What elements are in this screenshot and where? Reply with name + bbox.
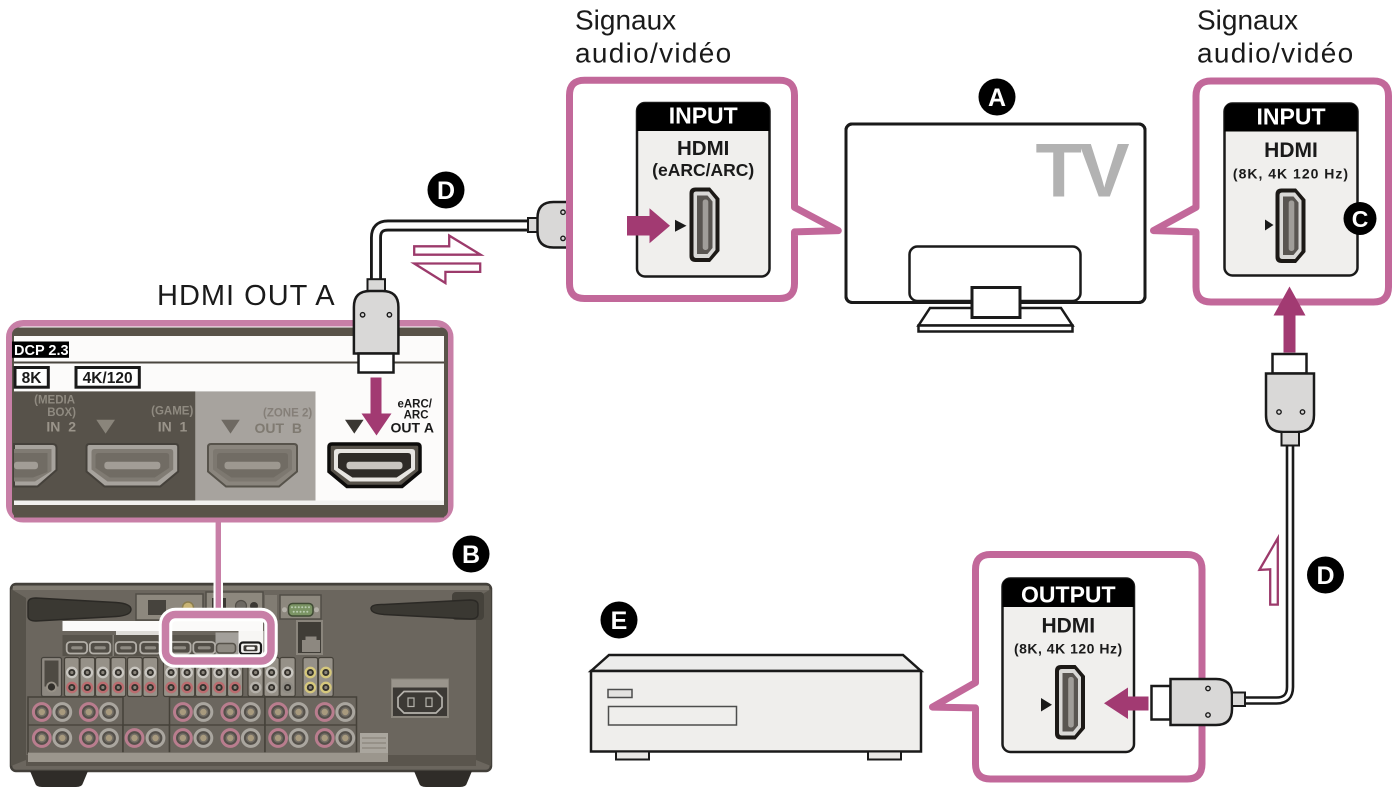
svg-text:(MEDIA: (MEDIA: [34, 395, 75, 407]
svg-text:(GAME): (GAME): [151, 406, 193, 418]
svg-text:Signaux: Signaux: [1197, 5, 1298, 36]
svg-text:HDMI: HDMI: [1264, 139, 1318, 162]
svg-text:INPUT: INPUT: [1257, 104, 1326, 130]
svg-text:HDMI: HDMI: [677, 137, 729, 160]
svg-text:(8K, 4K 120 Hz): (8K, 4K 120 Hz): [1233, 166, 1349, 182]
svg-text:Signaux: Signaux: [575, 5, 676, 36]
svg-text:C: C: [1352, 206, 1369, 232]
svg-text:audio/vidéo: audio/vidéo: [1197, 38, 1355, 69]
svg-text:TV: TV: [1035, 129, 1129, 214]
svg-text:BOX): BOX): [47, 407, 76, 419]
svg-text:eARC/: eARC/: [397, 399, 432, 411]
svg-text:B: B: [462, 541, 480, 569]
svg-text:OUT B: OUT B: [255, 420, 302, 436]
svg-text:E: E: [611, 607, 628, 635]
svg-text:OUT A: OUT A: [390, 420, 434, 436]
svg-text:IN 2: IN 2: [46, 419, 76, 435]
svg-text:HDMI: HDMI: [1041, 615, 1095, 638]
svg-text:(ZONE 2): (ZONE 2): [263, 408, 312, 420]
svg-text:audio/vidéo: audio/vidéo: [575, 38, 733, 69]
svg-text:OUTPUT: OUTPUT: [1021, 582, 1116, 608]
svg-text:D: D: [1316, 562, 1334, 590]
svg-text:IN 1: IN 1: [158, 419, 188, 435]
svg-text:HDMI OUT A: HDMI OUT A: [157, 280, 336, 312]
svg-text:A: A: [988, 84, 1006, 112]
svg-text:(8K, 4K 120 Hz): (8K, 4K 120 Hz): [1014, 641, 1123, 657]
svg-text:INPUT: INPUT: [669, 103, 738, 129]
svg-text:ARC: ARC: [404, 410, 429, 422]
svg-text:DCP 2.3: DCP 2.3: [14, 343, 69, 359]
svg-text:D: D: [437, 177, 455, 205]
svg-text:4K/120: 4K/120: [83, 370, 133, 387]
svg-text:(eARC/ARC): (eARC/ARC): [652, 160, 754, 180]
svg-text:8K: 8K: [22, 370, 43, 387]
